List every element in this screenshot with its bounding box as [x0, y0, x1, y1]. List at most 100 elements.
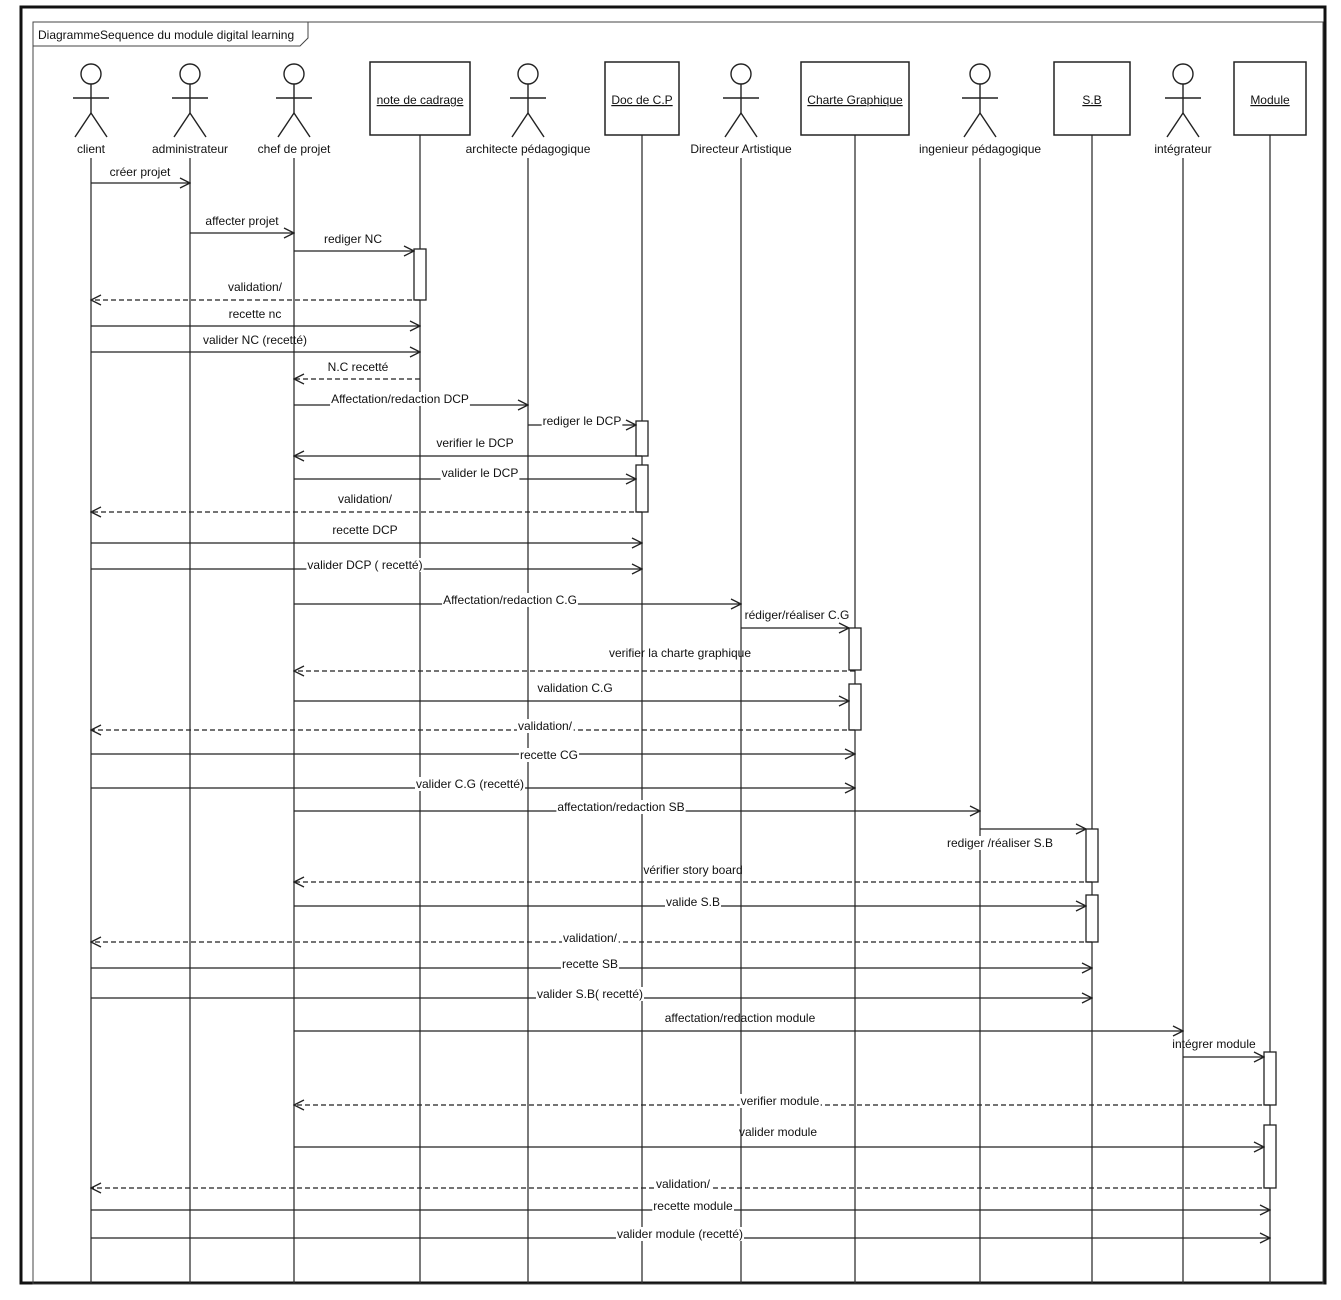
- message-16: verifier la charte graphique: [294, 646, 855, 671]
- message-label: verifier le DCP: [436, 436, 513, 450]
- message-label-bg: [739, 1094, 821, 1108]
- object-label: Charte Graphique: [807, 93, 903, 107]
- actor-label: architecte pédagogique: [466, 142, 591, 156]
- inner-frame: [32, 21, 1324, 1285]
- message-34: valider module (recetté): [91, 1227, 1270, 1241]
- activation-bar: [413, 248, 427, 301]
- message-label: intégrer module: [1172, 1037, 1256, 1051]
- message-label: recette SB: [562, 957, 618, 971]
- message-4: recette nc: [91, 307, 420, 326]
- message-25: validation/: [91, 931, 1092, 945]
- message-label: validation/: [563, 931, 618, 945]
- message-22: rediger /réaliser S.B: [945, 829, 1086, 850]
- message-14: Affectation/redaction C.G: [294, 593, 741, 607]
- message-label: valider DCP ( recetté): [307, 558, 422, 572]
- message-7: Affectation/redaction DCP: [294, 392, 528, 406]
- message-label-bg: [652, 1199, 735, 1213]
- message-2: rediger NC: [294, 232, 414, 251]
- message-12: recette DCP: [91, 523, 642, 543]
- message-label-bg: [560, 957, 620, 971]
- object-9: S.B: [1053, 61, 1131, 1283]
- message-label: recette module: [653, 1199, 733, 1213]
- message-27: valider S.B( recetté): [91, 987, 1092, 1001]
- actor-label: client: [77, 142, 106, 156]
- object-box: [369, 61, 471, 136]
- actor-8: ingenieur pédagogique: [919, 63, 1041, 1283]
- message-label: affecter projet: [205, 214, 279, 228]
- stick-figure-icon: [962, 63, 998, 138]
- actor-10: intégrateur: [1154, 63, 1212, 1283]
- actor-label: chef de projet: [258, 142, 331, 156]
- message-15: rédiger/réaliser C.G: [741, 608, 849, 628]
- actor-label: intégrateur: [1154, 142, 1211, 156]
- stick-figure-icon: [73, 63, 109, 138]
- activation-bar: [1263, 1124, 1277, 1189]
- message-label: validation/: [656, 1177, 711, 1191]
- message-10: valider le DCP: [294, 466, 636, 480]
- message-label-bg: [664, 895, 722, 909]
- message-label-bg: [541, 414, 623, 428]
- message-label: rédiger/réaliser C.G: [745, 608, 850, 622]
- message-30: verifier module: [294, 1094, 1270, 1108]
- message-9: verifier le DCP: [294, 436, 642, 456]
- message-label: valider C.G (recetté): [416, 777, 524, 791]
- activation-bars-layer: [413, 248, 1277, 1189]
- message-label: verifier module: [741, 1094, 820, 1108]
- message-label-bg: [442, 593, 578, 607]
- actor-label: Directeur Artistique: [690, 142, 792, 156]
- message-label-bg: [535, 987, 645, 1001]
- message-label: recette CG: [520, 748, 578, 762]
- activation-bar: [848, 683, 862, 731]
- message-8: rediger le DCP: [528, 414, 636, 428]
- message-label: Affectation/redaction C.G: [443, 593, 577, 607]
- message-label: valider S.B( recetté): [537, 987, 643, 1001]
- object-label: Doc de C.P: [611, 93, 672, 107]
- message-label-bg: [518, 748, 580, 762]
- stick-figure-icon: [1165, 63, 1201, 138]
- message-29: intégrer module: [1172, 1037, 1264, 1057]
- message-label: créer projet: [110, 165, 171, 179]
- message-label-bg: [945, 836, 1055, 850]
- message-label: valider NC (recetté): [203, 333, 307, 347]
- activation-bar: [848, 627, 862, 671]
- message-label-bg: [414, 777, 526, 791]
- message-label: recette DCP: [332, 523, 397, 537]
- message-5: valider NC (recetté): [91, 333, 420, 352]
- message-label-bg: [516, 719, 574, 733]
- message-13: valider DCP ( recetté): [91, 558, 642, 572]
- actor-label: ingenieur pédagogique: [919, 142, 1041, 156]
- message-label: valider module (recetté): [617, 1227, 743, 1241]
- object-label: note de cadrage: [377, 93, 464, 107]
- message-label: rediger NC: [324, 232, 382, 246]
- object-5: Doc de C.P: [604, 61, 680, 1283]
- message-24: valide S.B: [294, 895, 1086, 909]
- message-label: Affectation/redaction DCP: [331, 392, 469, 406]
- stick-figure-icon: [510, 63, 546, 138]
- message-0: créer projet: [91, 165, 190, 183]
- message-19: recette CG: [91, 748, 855, 762]
- message-label-bg: [556, 800, 686, 814]
- activation-bar: [635, 420, 649, 457]
- activation-bar: [1085, 828, 1099, 883]
- activation-bar: [635, 464, 649, 513]
- message-label: verifier la charte graphique: [609, 646, 751, 660]
- message-label: affectation/redaction SB: [557, 800, 684, 814]
- message-31: valider module: [294, 1125, 1264, 1147]
- message-label-bg: [306, 558, 424, 572]
- message-28: affectation/redaction module: [294, 1011, 1183, 1031]
- message-label: recette nc: [229, 307, 282, 321]
- message-33: recette module: [91, 1199, 1270, 1213]
- outer-frame: [19, 5, 1327, 1285]
- message-1: affecter projet: [190, 214, 294, 233]
- object-7: Charte Graphique: [800, 61, 910, 1283]
- object-box: [604, 61, 680, 136]
- message-label-bg: [654, 1177, 712, 1191]
- object-label: Module: [1250, 93, 1290, 107]
- message-label: validation C.G: [537, 681, 612, 695]
- message-label: vérifier story board: [643, 863, 742, 877]
- message-label: valider module: [739, 1125, 817, 1139]
- message-label-bg: [561, 931, 619, 945]
- stick-figure-icon: [172, 63, 208, 138]
- message-26: recette SB: [91, 957, 1092, 971]
- object-box: [1233, 61, 1307, 136]
